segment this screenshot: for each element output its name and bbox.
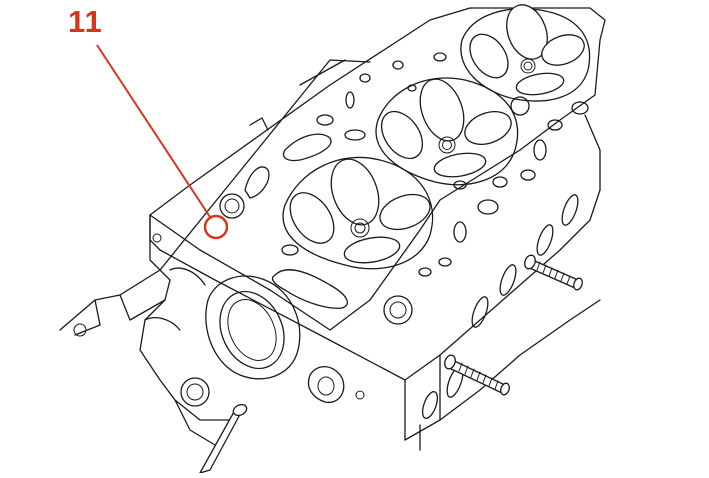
exhaust-stud-lower: [444, 354, 510, 396]
combustion-chamber-3: [460, 4, 591, 102]
combustion-chamber-1: [282, 156, 434, 270]
exhaust-ports: [419, 194, 579, 451]
engine-block-outline: [59, 59, 371, 337]
callout-number-label: 11: [68, 4, 103, 39]
cylinder-head-side-face: [139, 189, 601, 446]
exhaust-stud-upper: [524, 254, 583, 291]
front-stud: [199, 403, 248, 474]
coolant-passages: [244, 52, 589, 309]
head-bolt-holes: [219, 96, 530, 325]
combustion-chamber-2: [375, 77, 519, 186]
callout-leader: [96, 44, 229, 240]
